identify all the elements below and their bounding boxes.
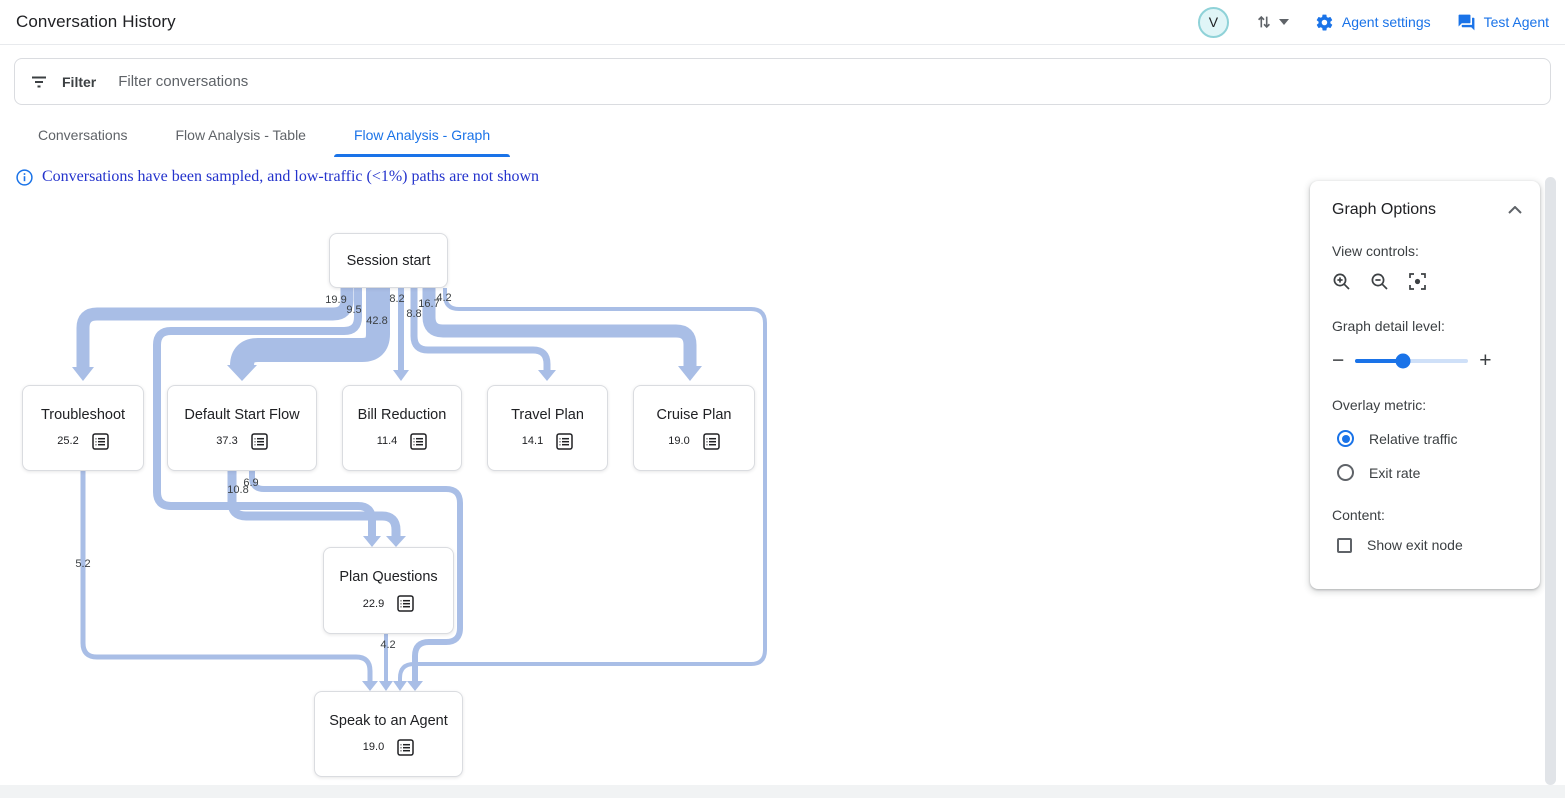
- node-title: Travel Plan: [511, 406, 584, 423]
- edge-label: 4.2: [380, 639, 396, 651]
- show-exit-node-option[interactable]: Show exit node: [1337, 537, 1522, 553]
- radio-selected-icon: [1337, 430, 1354, 447]
- page-list-icon[interactable]: [397, 595, 414, 612]
- node-title: Session start: [346, 252, 431, 269]
- page-list-icon[interactable]: [410, 432, 428, 450]
- center-focus-icon[interactable]: [1408, 272, 1427, 291]
- chat-icon: [1457, 13, 1476, 32]
- sampling-info-banner: Conversations have been sampled, and low…: [16, 168, 1565, 186]
- test-agent-button[interactable]: Test Agent: [1457, 13, 1549, 32]
- chevron-down-icon: [1278, 19, 1289, 25]
- info-icon: [16, 168, 33, 186]
- edge-label: 9.5: [346, 304, 362, 316]
- collapse-panel-button[interactable]: [1508, 206, 1522, 214]
- page-list-icon[interactable]: [91, 432, 109, 450]
- node-cruise-plan[interactable]: Cruise Plan 19.0: [633, 385, 755, 471]
- horizontal-scrollbar-track[interactable]: [0, 785, 1565, 798]
- gear-icon: [1315, 13, 1334, 32]
- test-agent-label: Test Agent: [1483, 14, 1549, 30]
- node-title: Cruise Plan: [656, 406, 732, 423]
- tab-conversations[interactable]: Conversations: [38, 127, 128, 143]
- node-metric-value: 11.4: [376, 435, 398, 447]
- node-title: Plan Questions: [339, 569, 438, 585]
- filter-label: Filter: [62, 73, 97, 90]
- edge-label: 4.2: [436, 292, 452, 304]
- overlay-option-exit-rate[interactable]: Exit rate: [1337, 464, 1522, 481]
- node-title: Troubleshoot: [40, 406, 126, 423]
- filter-bar[interactable]: Filter Filter conversations: [14, 58, 1551, 105]
- graph-options-panel: Graph Options View controls: Graph detai…: [1310, 181, 1540, 589]
- view-controls-label: View controls:: [1332, 243, 1419, 259]
- zoom-in-icon[interactable]: [1332, 272, 1351, 291]
- top-bar: Conversation History V Agent settings: [0, 0, 1565, 45]
- show-exit-node-label: Show exit node: [1367, 537, 1463, 553]
- node-metric-value: 37.3: [216, 435, 238, 447]
- overlay-metric-label: Overlay metric:: [1332, 397, 1427, 413]
- zoom-out-icon[interactable]: [1370, 272, 1389, 291]
- node-metric-value: 14.1: [521, 435, 544, 447]
- node-metric-value: 19.0: [668, 435, 690, 447]
- node-plan-questions[interactable]: Plan Questions 22.9: [323, 547, 454, 634]
- edge-label: 10.8: [227, 484, 249, 496]
- node-metric-value: 25.2: [57, 435, 79, 447]
- node-session-start[interactable]: Session start: [329, 233, 448, 288]
- tab-flow-analysis-graph[interactable]: Flow Analysis - Graph: [330, 115, 514, 157]
- detail-decrease-button[interactable]: −: [1332, 349, 1345, 372]
- tab-bar: Conversations Flow Analysis - Table Flow…: [14, 115, 1565, 157]
- edge-label: 42.8: [366, 315, 388, 327]
- node-default-start-flow[interactable]: Default Start Flow 37.3: [167, 385, 317, 471]
- slider-fill: [1355, 358, 1403, 363]
- avatar[interactable]: V: [1197, 6, 1229, 38]
- graph-options-title: Graph Options: [1332, 201, 1437, 218]
- node-speak-to-an-agent[interactable]: Speak to an Agent 19.0: [314, 691, 463, 777]
- node-metric-value: 22.9: [362, 597, 385, 610]
- edge-label: 19.9: [325, 294, 347, 306]
- overlay-option-label: Relative traffic: [1369, 430, 1458, 447]
- node-metric-value: 19.0: [362, 741, 385, 753]
- tab-flow-analysis-table[interactable]: Flow Analysis - Table: [175, 127, 306, 143]
- page-title: Conversation History: [16, 12, 176, 31]
- node-title: Speak to an Agent: [329, 712, 448, 729]
- edge-label: 16.7: [418, 298, 440, 310]
- node-title: Default Start Flow: [184, 406, 300, 423]
- content-label: Content:: [1332, 507, 1385, 523]
- agent-settings-button[interactable]: Agent settings: [1315, 13, 1431, 32]
- page-list-icon[interactable]: [397, 738, 414, 756]
- detail-increase-button[interactable]: +: [1479, 349, 1492, 372]
- edge-label: 6.9: [243, 477, 259, 489]
- page-list-icon[interactable]: [702, 432, 720, 450]
- overlay-option-relative-traffic[interactable]: Relative traffic: [1337, 430, 1522, 447]
- avatar-letter: V: [1208, 14, 1219, 30]
- edge-label: 8.2: [389, 293, 405, 305]
- slider-thumb[interactable]: [1395, 353, 1411, 368]
- import-export-icon: [1255, 13, 1273, 31]
- filter-icon: [30, 75, 48, 89]
- edge-label: 8.8: [406, 308, 422, 320]
- detail-level-slider[interactable]: [1355, 353, 1469, 368]
- filter-input[interactable]: Filter conversations: [118, 73, 249, 90]
- checkbox-unchecked-icon: [1337, 537, 1352, 553]
- sampling-info-text: Conversations have been sampled, and low…: [42, 168, 540, 185]
- node-troubleshoot[interactable]: Troubleshoot 25.2: [22, 385, 144, 471]
- agent-settings-label: Agent settings: [1341, 14, 1431, 30]
- detail-level-label: Graph detail level:: [1332, 318, 1445, 334]
- overlay-option-label: Exit rate: [1369, 464, 1421, 481]
- edge-label: 5.2: [75, 558, 91, 570]
- page-list-icon[interactable]: [250, 432, 268, 450]
- node-travel-plan[interactable]: Travel Plan 14.1: [487, 385, 608, 471]
- sort-order-button[interactable]: [1255, 13, 1289, 31]
- node-title: Bill Reduction: [357, 406, 447, 423]
- node-bill-reduction[interactable]: Bill Reduction 11.4: [342, 385, 462, 471]
- vertical-scrollbar[interactable]: [1545, 177, 1556, 785]
- page-list-icon[interactable]: [556, 432, 573, 450]
- radio-unselected-icon: [1337, 464, 1354, 481]
